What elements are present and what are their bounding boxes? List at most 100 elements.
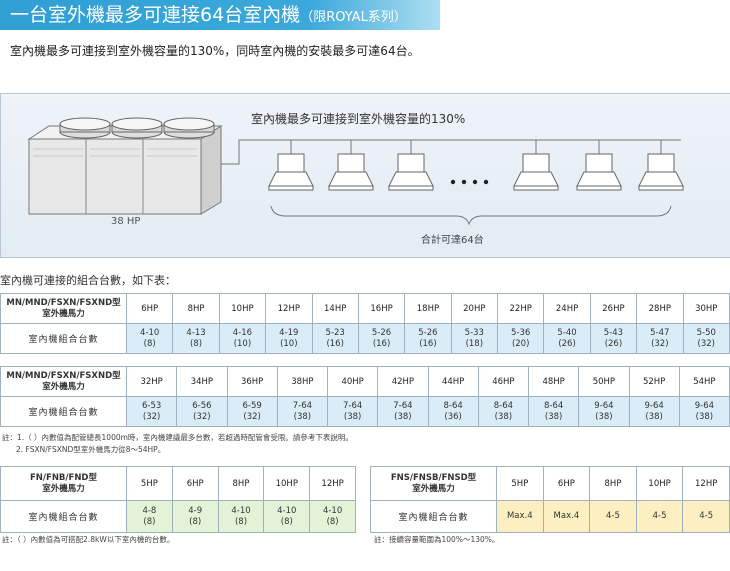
combination-count: (26) — [604, 338, 623, 349]
hp-header-cell: 8HP — [172, 293, 220, 324]
diagram-graphic — [27, 117, 684, 226]
combination-value-cell: 9-64(38) — [628, 396, 680, 427]
combination-value-cell: 9-64(38) — [578, 396, 630, 427]
combination-range: 9-64 — [644, 400, 664, 411]
combination-range: 9-64 — [694, 400, 715, 411]
combination-value-cell: 8-64(38) — [477, 396, 530, 427]
combination-value-cell: 4-10(8) — [309, 500, 356, 533]
combination-count: (38) — [494, 411, 513, 422]
hp-header-cell: 36HP — [226, 366, 278, 397]
model-subtitle: 室外機馬力 — [42, 308, 85, 319]
combination-value-cell: 4-8(8) — [126, 500, 173, 533]
combination-count: (38) — [343, 411, 362, 422]
hp-header-cell: 6HP — [125, 293, 174, 324]
hp-header-cell: 8HP — [589, 466, 637, 501]
hp-header-cell: 42HP — [377, 366, 429, 397]
outdoor-unit-icon — [27, 117, 223, 215]
combination-value-cell: 6-56(32) — [176, 396, 228, 427]
combination-count: (36) — [444, 411, 462, 422]
combination-value-cell: 4-10(8) — [263, 500, 311, 533]
hp-header-cell: 12HP — [682, 466, 730, 501]
hp-header-cell: 12HP — [309, 466, 356, 501]
combination-count: (10) — [233, 338, 252, 349]
row-label: 室內機組合台數 — [370, 500, 497, 533]
hp-header-cell: 46HP — [477, 366, 530, 397]
hp-header-cell: 52HP — [628, 366, 680, 397]
combination-range: 6-56 — [192, 400, 212, 411]
combination-value-cell: 4-16(10) — [218, 323, 267, 354]
combination-value-cell: Max.4 — [542, 500, 591, 533]
combination-value-cell: 5-36(20) — [496, 323, 545, 354]
combination-value-cell: 4-13(8) — [172, 323, 220, 354]
combination-count: (32) — [142, 411, 161, 422]
combination-count: (8) — [280, 516, 293, 527]
row-label: 室內機組合台數 — [0, 500, 127, 533]
table-model-header: FNS/FNSB/FNSD型室外機馬力 — [370, 466, 497, 501]
hp-header-cell: 10HP — [218, 293, 267, 324]
table-caption: 室內機可連接的組合台數，如下表： — [0, 274, 176, 287]
combination-range: 8-64 — [543, 400, 564, 411]
combination-value-cell: 5-26(16) — [357, 323, 406, 354]
model-subtitle: 室外機馬力 — [42, 381, 85, 392]
combination-count: (38) — [293, 411, 312, 422]
hp-header-cell: 40HP — [326, 366, 379, 397]
combination-range: 5-50 — [696, 327, 716, 338]
row-label: 室內機組合台數 — [0, 323, 127, 354]
table-model-header: FN/FNB/FND型室外機馬力 — [0, 466, 127, 501]
combination-count: (38) — [394, 411, 412, 422]
combination-count: (8) — [143, 516, 156, 527]
combination-range: 4-10 — [322, 505, 343, 516]
total-units-label: 合計可達64台 — [421, 235, 484, 246]
combination-value-cell: 4-9(8) — [171, 500, 219, 533]
combination-count: (16) — [419, 338, 437, 349]
combination-count: (38) — [595, 411, 613, 422]
model-name: MN/MND/FSXN/FSXND型 — [6, 370, 121, 381]
combination-count: (16) — [326, 338, 344, 349]
combination-count: (32) — [243, 411, 261, 422]
hp-header-cell: 5HP — [496, 466, 544, 501]
combination-count: (18) — [465, 338, 484, 349]
combination-range: 4-5 — [652, 511, 667, 521]
combination-count: (32) — [697, 338, 715, 349]
combination-value-cell: 5-33(18) — [450, 323, 499, 354]
combination-value-cell: 4-5 — [682, 500, 730, 533]
combination-value-cell: 5-26(16) — [404, 323, 452, 354]
combination-value-cell: 5-50(32) — [682, 323, 730, 354]
page-title: 一台室外機最多可連接64台室內機 — [10, 4, 301, 26]
hp-header-cell: 54HP — [678, 366, 730, 397]
combination-value-cell: 6-53(32) — [125, 396, 178, 427]
combination-value-cell: 6-59(32) — [226, 396, 278, 427]
combination-count: (20) — [511, 338, 530, 349]
combination-count: (16) — [372, 338, 391, 349]
model-name: MN/MND/FSXN/FSXND型 — [6, 297, 121, 308]
hp-header-cell: 44HP — [427, 366, 479, 397]
combination-count: (8) — [190, 338, 203, 349]
combination-range: 6-59 — [242, 400, 262, 411]
note-1: 註：1.（ ）內數值為配管總長1000m時，室內機建議最多台數，若超過時配管會受… — [2, 433, 353, 442]
combination-range: 4-16 — [232, 327, 253, 338]
combination-value-cell: 7-64(38) — [326, 396, 379, 427]
combination-range: 4-10 — [231, 505, 251, 516]
row-label: 室內機組合台數 — [0, 396, 127, 427]
combination-count: (8) — [143, 338, 156, 349]
hp-header-cell: 24HP — [543, 293, 591, 324]
combination-range: 4-19 — [279, 327, 299, 338]
hp-header-cell: 32HP — [125, 366, 178, 397]
connection-diagram: 室內機最多可連接到室外機容量的130% 38 HP 合計可達64台 — [0, 93, 730, 258]
hp-header-cell: 30HP — [682, 293, 730, 324]
combination-count: (38) — [695, 411, 714, 422]
combination-value-cell: 8-64(38) — [527, 396, 580, 427]
hp-header-cell: 22HP — [496, 293, 545, 324]
combination-count: (26) — [558, 338, 576, 349]
hp-header-cell: 26HP — [589, 293, 638, 324]
model-name: FNS/FNSB/FNSD型 — [390, 472, 477, 483]
note-2: 2. FSXN/FSXND型室外機馬力從8～54HP。 — [16, 445, 166, 454]
combination-range: Max.4 — [553, 511, 580, 521]
combination-value-cell: 4-5 — [589, 500, 637, 533]
combination-value-cell: 4-10(8) — [125, 323, 174, 354]
combination-count: (32) — [193, 411, 211, 422]
note-fn: 註：（ ）內數值為可搭配2.8kW以下室內機的台數。 — [2, 535, 175, 544]
combination-count: (10) — [280, 338, 298, 349]
combination-value-cell: 8-64(36) — [427, 396, 479, 427]
